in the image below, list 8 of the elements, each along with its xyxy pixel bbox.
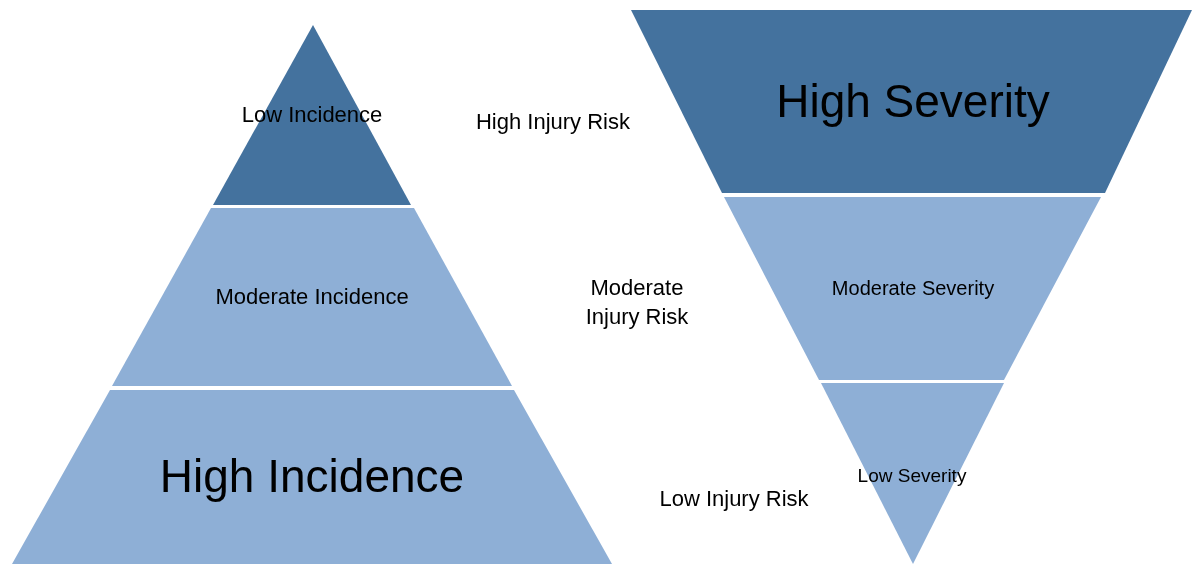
segment-label: High Incidence xyxy=(159,449,465,505)
risk-label: Low Injury Risk xyxy=(658,484,810,513)
risk-label: Moderate Injury Risk xyxy=(584,274,690,331)
segment-label: Moderate Severity xyxy=(831,276,995,300)
risk-label: High Injury Risk xyxy=(474,107,631,136)
segment-label: High Severity xyxy=(776,74,1050,130)
segment-label: Low Severity xyxy=(857,464,967,488)
segment-label: Moderate Incidence xyxy=(215,283,409,311)
